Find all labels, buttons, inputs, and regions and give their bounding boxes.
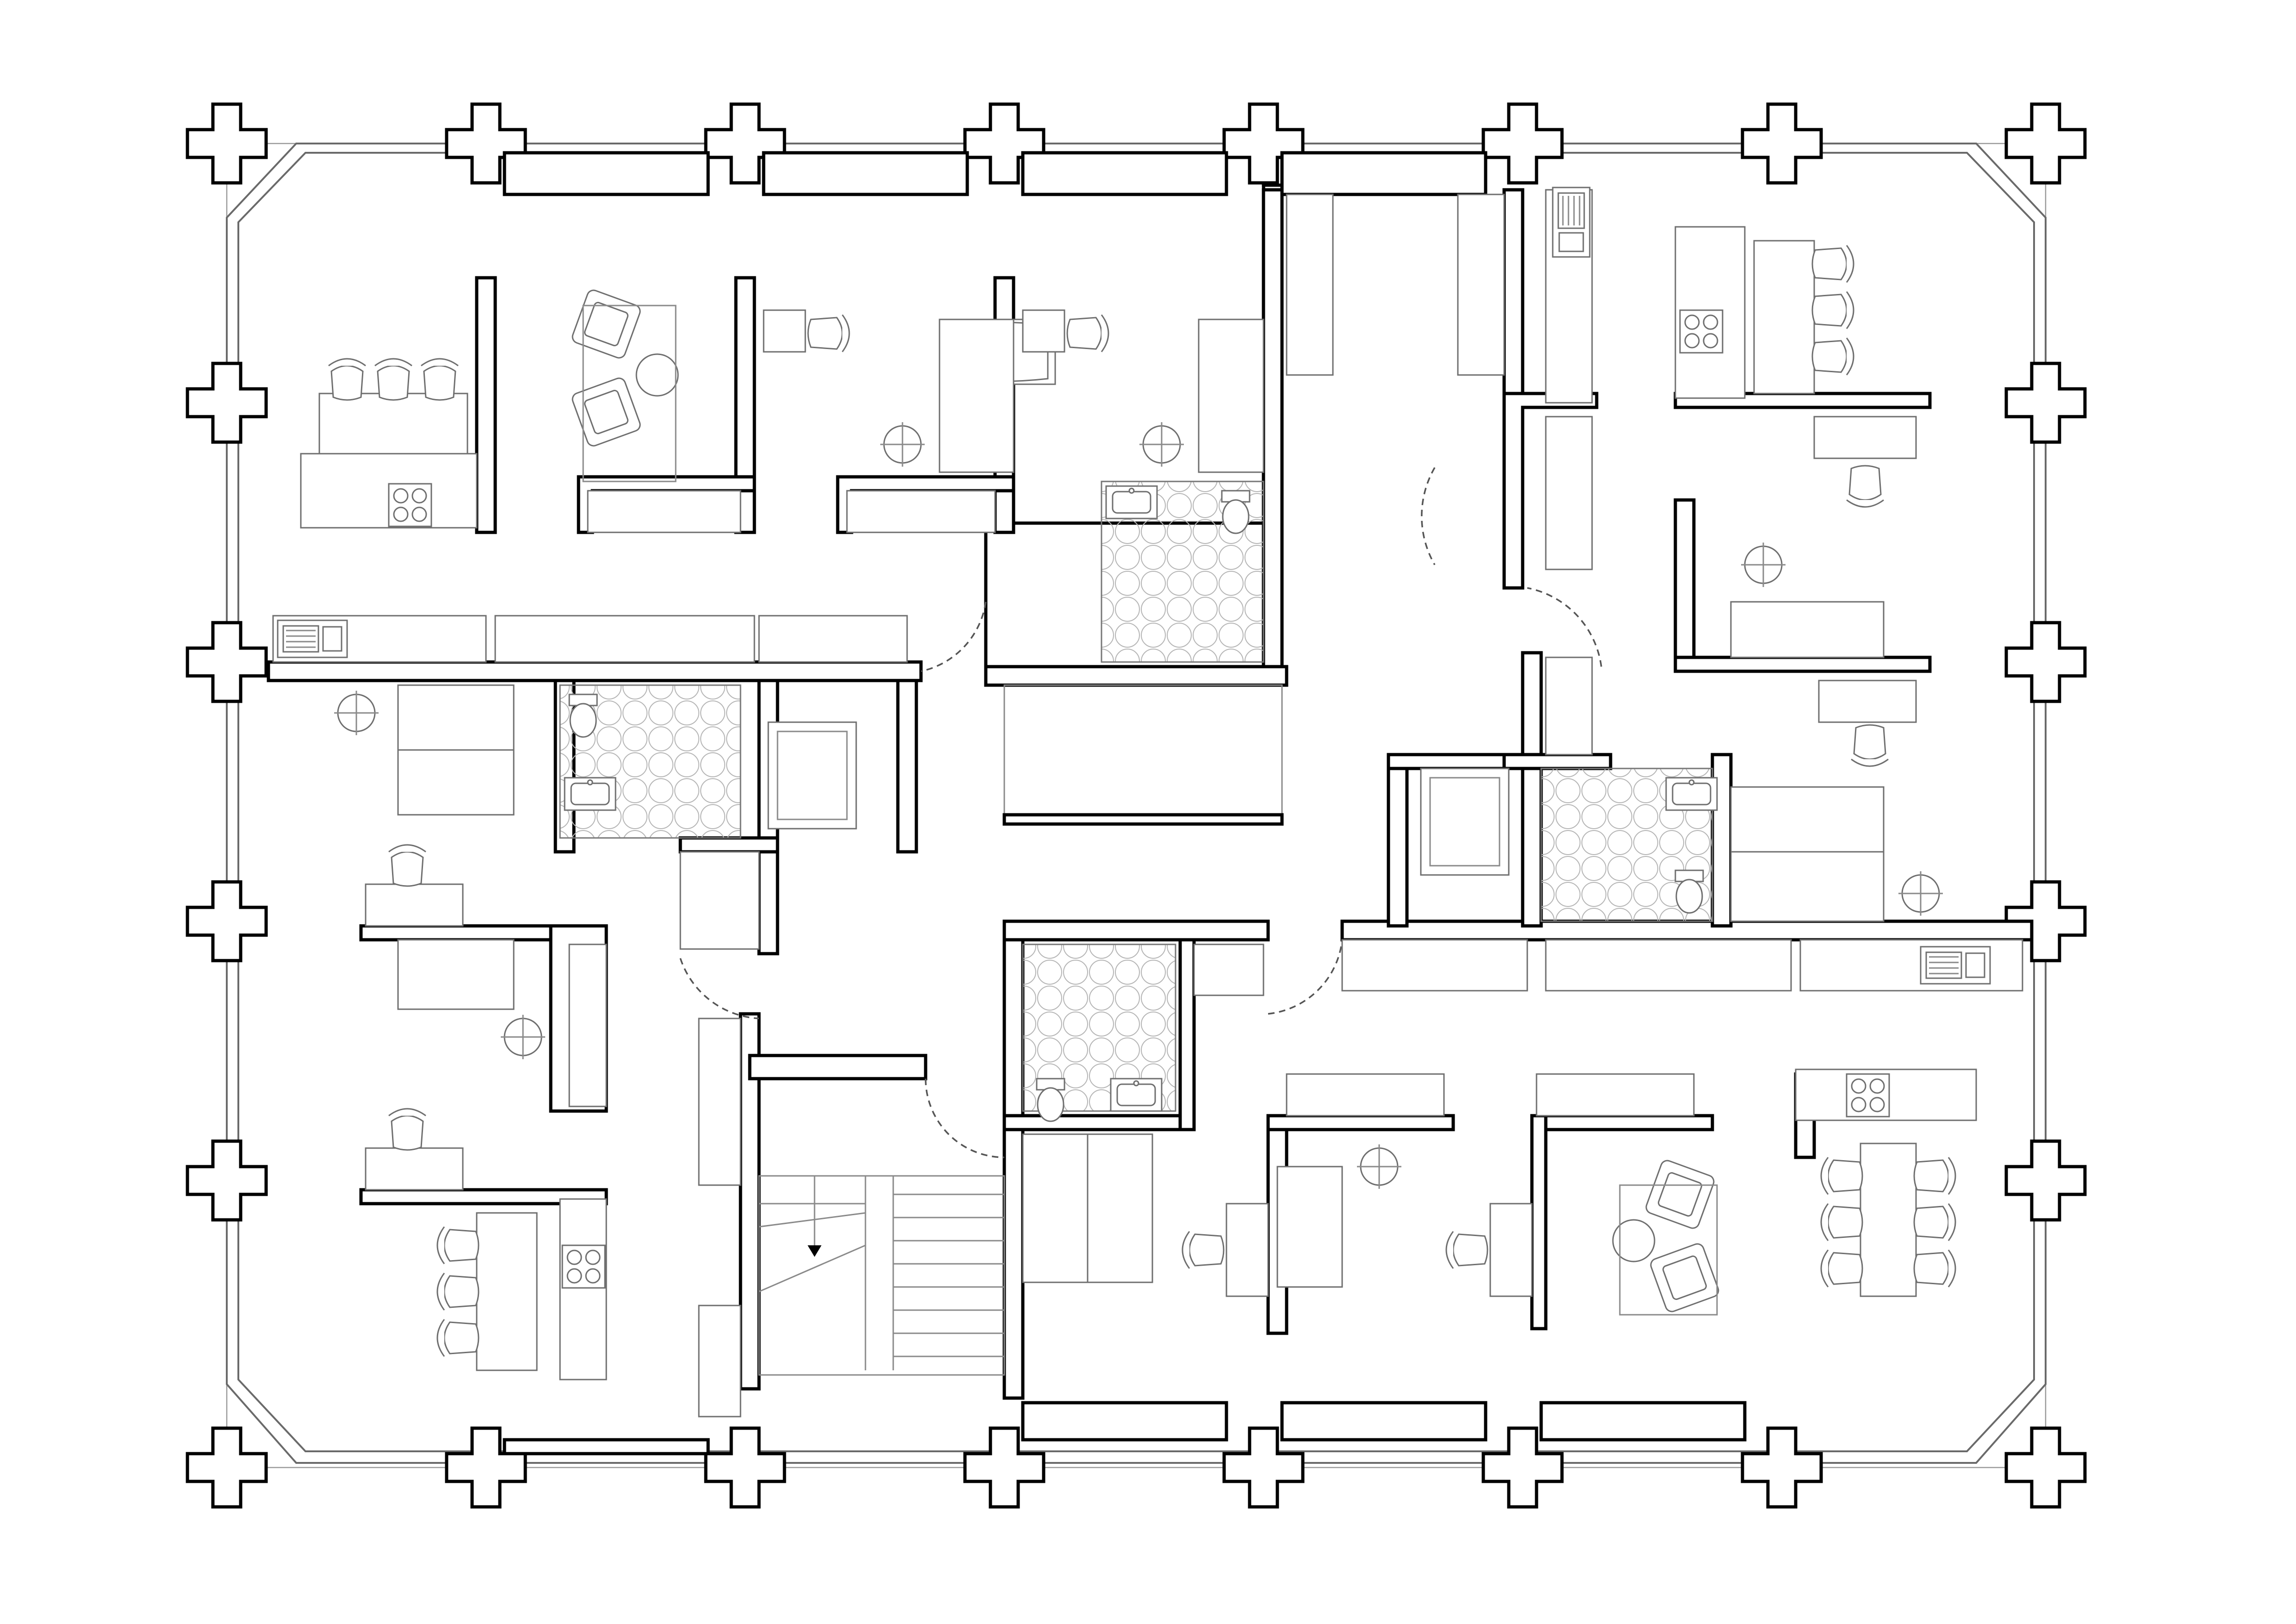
column-icon (186, 1426, 268, 1509)
column-icon (445, 102, 527, 185)
column-icon (2004, 880, 2087, 962)
washbasin-icon (1110, 1078, 1163, 1112)
toilet-icon (1036, 1078, 1065, 1122)
hob-icon (1679, 309, 1724, 354)
kitchen-sink-icon (1552, 187, 1591, 258)
column-icon (1741, 102, 1823, 185)
hob-icon (1846, 1073, 1890, 1118)
column-icon (186, 1139, 268, 1222)
column-icon (445, 1426, 527, 1509)
column-icon (186, 362, 268, 444)
toilet-icon (568, 693, 598, 738)
washbasin-icon (564, 777, 616, 811)
column-icon (2004, 621, 2087, 703)
wardrobes (494, 194, 1792, 1186)
column-icon (1481, 102, 1564, 185)
column-icon (963, 1426, 1045, 1509)
hob-icon (561, 1244, 606, 1289)
toilet-icon (1674, 869, 1704, 914)
staircase (758, 1175, 1005, 1376)
column-icon (1741, 1426, 1823, 1509)
column-icon (2004, 102, 2087, 185)
column-icon (1481, 1426, 1564, 1509)
kitchens (272, 187, 2023, 1418)
stair-direction-arrow-icon (808, 1245, 821, 1257)
column-icon (1222, 102, 1305, 185)
columns (186, 102, 2087, 1509)
desks (333, 309, 1944, 1297)
kitchen-sink-icon (1920, 946, 1991, 985)
toilet-icon (1221, 490, 1251, 534)
column-icon (2004, 1139, 2087, 1222)
column-icon (186, 102, 268, 185)
washbasin-icon (1105, 485, 1158, 519)
storage-rooms (767, 684, 1510, 876)
hob-icon (388, 483, 432, 527)
door-swings (679, 467, 1602, 1158)
column-icon (2004, 1426, 2087, 1509)
column-icon (963, 102, 1045, 185)
kitchen-sink-icon (277, 619, 348, 658)
washbasin-icon (1665, 777, 1718, 811)
column-icon (186, 621, 268, 703)
beds (397, 319, 1885, 1288)
walls (267, 151, 2034, 1455)
bathrooms (559, 481, 1718, 1122)
column-icon (2004, 362, 2087, 444)
column-icon (186, 880, 268, 962)
column-icon (1222, 1426, 1305, 1509)
dining-sets (318, 240, 1956, 1371)
column-icon (704, 102, 786, 185)
lounge-seating (570, 287, 1721, 1316)
